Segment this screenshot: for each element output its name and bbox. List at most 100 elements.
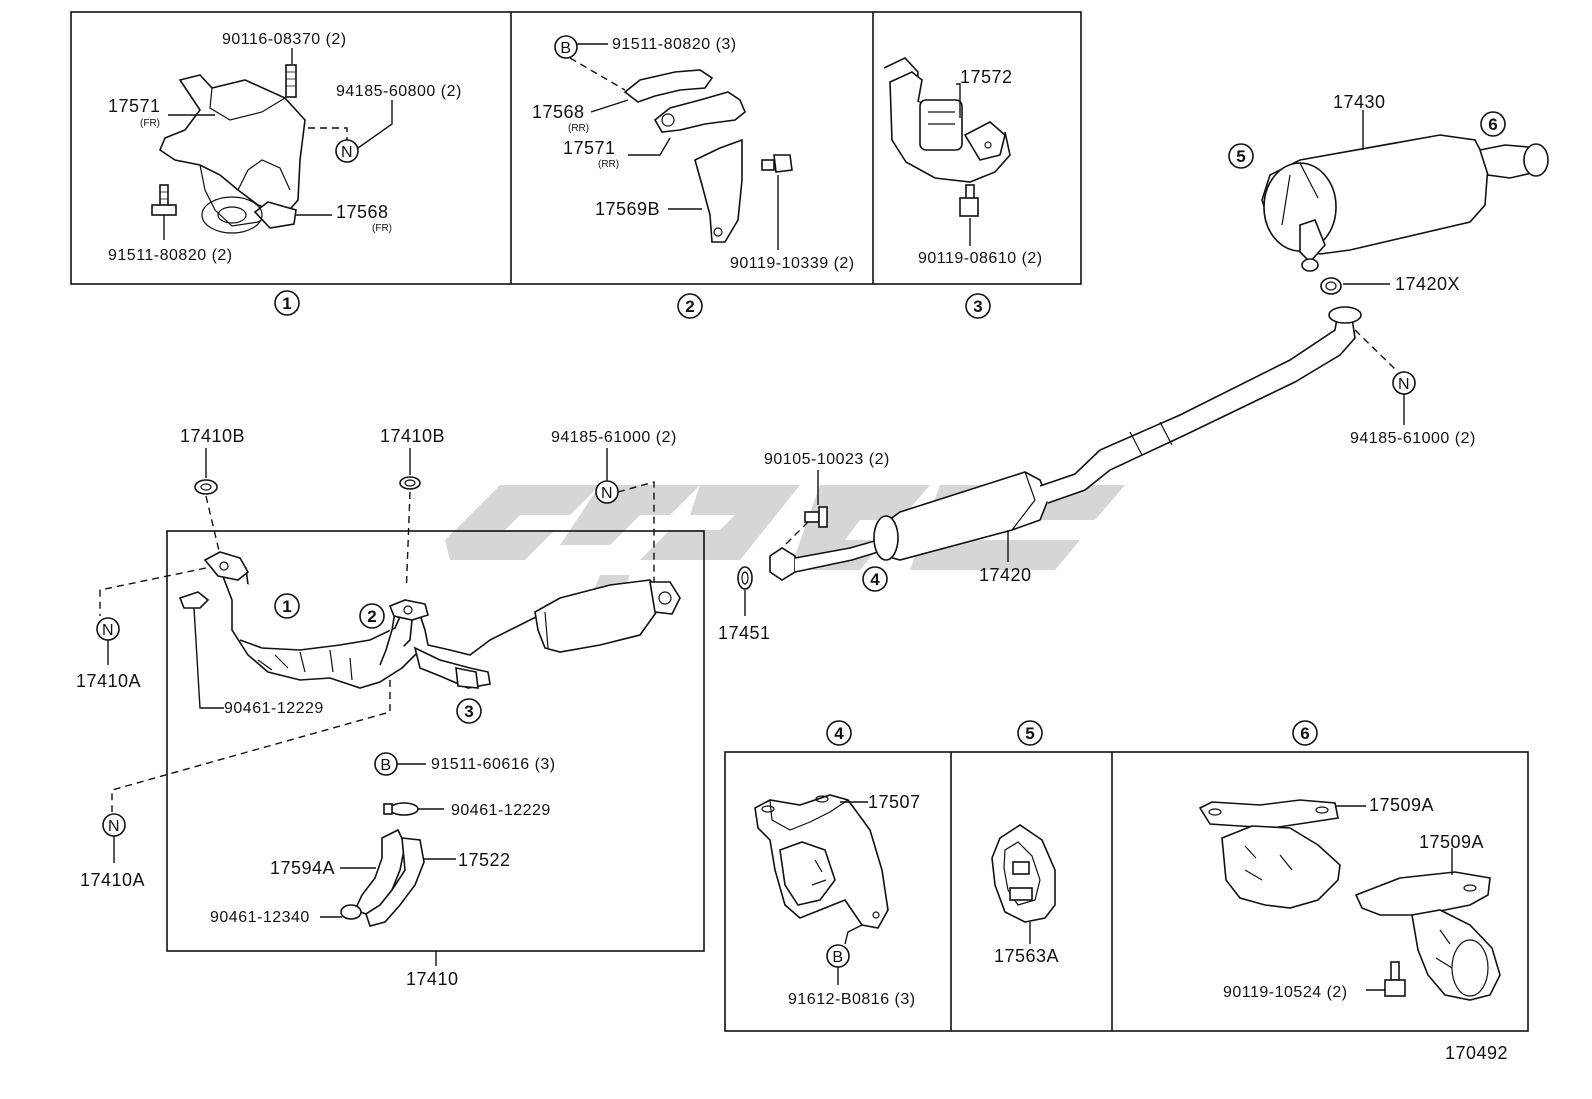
panel-3-number: 3 <box>965 293 991 319</box>
nut-icon: N <box>96 617 120 641</box>
label-bolt-90105-10023: 90105-10023 (2) <box>764 451 890 468</box>
label-bolt-91511-80820-3: 91511-80820 (3) <box>612 36 737 53</box>
label-gasket-17410b-mid: 17410B <box>380 426 445 446</box>
label-gasket-17410b-left: 17410B <box>180 426 245 446</box>
panel-5-number: 5 <box>1017 720 1043 746</box>
panel-2-rear-bracket: B 91511-80820 (3) 17568 (RR) 17571 (RR) … <box>532 35 854 319</box>
panel-3-hanger-bracket: 17572 90119-08610 (2) 3 <box>883 57 1043 319</box>
bolt-icon <box>1384 961 1406 997</box>
label-17410a-top: 17410A <box>76 671 141 691</box>
label-17563a: 17563A <box>994 946 1059 966</box>
label-17507: 17507 <box>868 792 921 812</box>
label-nut-94185-60800: 94185-60800 (2) <box>336 83 462 100</box>
svg-text:5: 5 <box>1236 147 1245 166</box>
label-17568-fr: 17568 <box>336 202 389 222</box>
panel-6-hangers: 6 17509A 17509A 90119-10524 (2) <box>1198 720 1501 1001</box>
svg-text:3: 3 <box>464 702 473 721</box>
callout-2: 2 <box>359 603 385 629</box>
label-clamp-90461-12229-b: 90461-12229 <box>451 802 551 819</box>
bolt-icon <box>761 154 793 173</box>
label-bolt-90119-08610: 90119-08610 (2) <box>918 250 1043 267</box>
bolt-icon <box>959 184 979 217</box>
svg-text:4: 4 <box>834 724 844 743</box>
label-clamp-90461-12340: 90461-12340 <box>210 909 310 926</box>
label-17594a: 17594A <box>270 858 335 878</box>
front-pipe-assembly: N N N <box>76 426 681 989</box>
svg-text:5: 5 <box>1025 724 1034 743</box>
svg-text:N: N <box>1398 376 1410 393</box>
nut-marker: N <box>341 144 353 161</box>
nut-icon: N <box>1392 371 1416 395</box>
svg-text:N: N <box>601 485 613 502</box>
label-17522: 17522 <box>458 850 511 870</box>
svg-text:2: 2 <box>685 297 694 316</box>
label-clamp-90461-12229-a: 90461-12229 <box>224 700 324 717</box>
bolt-b-marker: B <box>374 752 398 776</box>
callout-5: 5 <box>1228 143 1254 169</box>
panel-1-number: 1 <box>274 290 300 316</box>
svg-text:N: N <box>108 818 120 835</box>
label-nut-94185-61000-top: 94185-61000 (2) <box>551 429 677 446</box>
svg-text:6: 6 <box>1300 724 1309 743</box>
bolt-icon <box>804 506 828 528</box>
panel-5-rubber-hanger: 5 17563A <box>991 720 1059 966</box>
label-bolt-90119-10524: 90119-10524 (2) <box>1223 984 1348 1001</box>
svg-text:4: 4 <box>870 570 880 589</box>
label-center-pipe-17420: 17420 <box>979 565 1032 585</box>
bolt-icon <box>151 184 177 216</box>
label-17568-rr-sub: (RR) <box>568 123 589 134</box>
front-bracket-shape <box>159 74 306 234</box>
label-17568-fr-sub: (FR) <box>372 223 392 234</box>
label-gasket-17451: 17451 <box>718 623 771 643</box>
panel-1-front-bracket: N 90116-08370 (2) 17571 (FR) 94185-60800… <box>108 31 462 316</box>
sub-pipe-shape <box>340 828 425 927</box>
hanger-bracket-shape <box>883 57 1011 183</box>
label-17571-fr-sub: (FR) <box>140 118 160 129</box>
svg-text:1: 1 <box>282 597 291 616</box>
label-17410-assembly: 17410 <box>406 969 459 989</box>
label-17571-rr: 17571 <box>563 138 616 158</box>
label-17572: 17572 <box>960 67 1013 87</box>
gasket-icon <box>399 476 421 490</box>
label-bolt-91511-80820: 91511-80820 (2) <box>108 247 233 264</box>
label-17509a-bottom: 17509A <box>1419 832 1484 852</box>
top-panels-frame <box>70 11 1082 285</box>
bolt-b-marker: B <box>554 35 578 59</box>
bolt-b-marker: B <box>826 944 850 968</box>
panel-6-number: 6 <box>1292 720 1318 746</box>
hanger-17509a-bottom-shape <box>1354 871 1501 1001</box>
gasket-icon <box>1320 277 1342 295</box>
label-17568-rr: 17568 <box>532 102 585 122</box>
bolt-icon <box>285 64 297 98</box>
bottom-panels-frame <box>724 751 1529 1032</box>
hanger-17509a-top-shape <box>1198 799 1341 909</box>
panel-4-number: 4 <box>826 720 852 746</box>
rubber-hanger-17563a-shape <box>991 824 1056 923</box>
svg-text:B: B <box>832 949 843 966</box>
label-bolt-91511-60616: 91511-60616 (3) <box>431 756 556 773</box>
clamp-icon <box>383 802 419 816</box>
label-17571-fr: 17571 <box>108 96 161 116</box>
label-bolt-91612-b0816: 91612-B0816 (3) <box>788 991 916 1008</box>
nut-icon: N <box>335 139 359 163</box>
center-pipe-and-muffler: N 4 5 6 90105-10023 (2) 17451 17420 1743… <box>718 92 1549 643</box>
panel-4-hanger: 4 B 17507 91612-B0816 (3) <box>754 720 921 1008</box>
label-gasket-17420x: 17420X <box>1395 274 1460 294</box>
illustration-code: 170492 <box>1445 1043 1508 1063</box>
callout-4: 4 <box>862 566 888 592</box>
callout-1: 1 <box>274 593 300 619</box>
rear-bracket-shape <box>623 69 746 243</box>
callout-3: 3 <box>456 698 482 724</box>
svg-text:B: B <box>380 757 391 774</box>
label-17569b: 17569B <box>595 199 660 219</box>
label-17571-rr-sub: (RR) <box>598 159 619 170</box>
gasket-icon <box>737 566 753 590</box>
label-muffler-17430: 17430 <box>1333 92 1386 112</box>
label-nut-94185-61000-right: 94185-61000 (2) <box>1350 430 1476 447</box>
svg-text:2: 2 <box>367 607 376 626</box>
label-17410a-bottom: 17410A <box>80 870 145 890</box>
callout-6: 6 <box>1480 111 1506 137</box>
nut-icon: N <box>595 480 619 504</box>
label-17509a-top: 17509A <box>1369 795 1434 815</box>
